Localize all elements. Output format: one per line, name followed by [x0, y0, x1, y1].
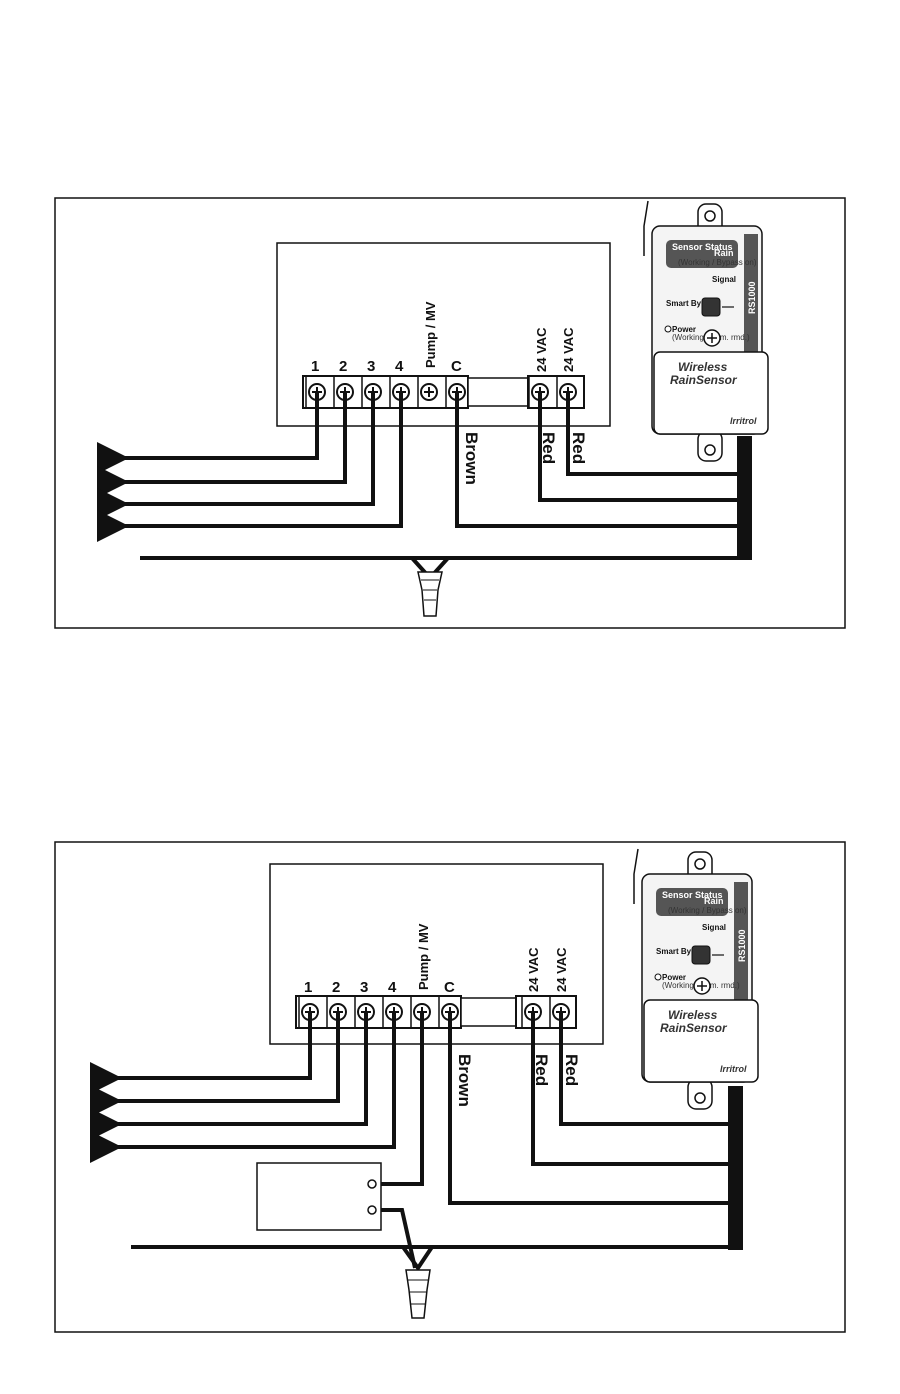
diagram-2: 1 2 3 4 Pump / MV C 24 VAC 24 VAC Brown …	[54, 841, 846, 1333]
sensor-signal-label: Signal	[702, 923, 726, 932]
smart-bypass-button[interactable]	[701, 297, 721, 317]
terminal-label-24vac-a: 24 VAC	[526, 947, 541, 992]
terminal-label-24vac-b: 24 VAC	[561, 327, 576, 372]
smart-bypass-label: Smart Bypass	[666, 299, 720, 308]
wire-label-brown: Brown	[462, 432, 481, 485]
zone-wires	[97, 392, 403, 542]
wire-nut-leads	[401, 1245, 434, 1272]
relay-terminal-1	[367, 1179, 377, 1189]
sensor-wires	[140, 392, 745, 581]
diagram-1-frame	[54, 197, 846, 629]
sensor-signal-label: Signal	[712, 275, 736, 284]
terminal-strip-gap	[467, 377, 529, 407]
zone-2-wire	[90, 1012, 340, 1117]
product-name-line2: RainSensor	[670, 373, 738, 387]
product-name-line1: Wireless	[668, 1008, 718, 1022]
power-wire-b	[566, 392, 745, 476]
sensor-rain-label: Rain	[704, 896, 724, 906]
sensor-cable	[728, 1086, 743, 1250]
sensor-model-label: RS1000	[737, 929, 747, 962]
terminal-screw	[417, 377, 438, 407]
pump-start-relay	[256, 1162, 382, 1231]
zone-1-wire	[97, 392, 319, 474]
smart-bypass-button[interactable]	[691, 945, 711, 965]
terminal-label-4: 4	[395, 358, 404, 375]
diagram-1: 1 2 3 4 Pump / MV C 24 VAC 24 VAC Brown …	[54, 197, 846, 629]
zone-wires	[90, 1012, 396, 1163]
terminal-label-2: 2	[332, 979, 340, 996]
wire-label-red-b: Red	[569, 432, 588, 464]
terminal-strip-gap	[460, 997, 517, 1027]
terminal-label-3: 3	[367, 358, 375, 375]
terminal-label-2: 2	[339, 358, 347, 375]
terminal-strip-zones	[302, 375, 469, 409]
power-wire-a	[531, 1012, 737, 1166]
sensor-wires	[131, 1012, 737, 1272]
common-wire	[455, 392, 745, 528]
zone-3-wire	[90, 1012, 368, 1140]
sensor-rain-label: Rain	[714, 248, 734, 258]
zone-3-wire	[97, 392, 375, 520]
sensor-cable	[737, 436, 752, 560]
terminal-label-24vac-b: 24 VAC	[554, 947, 569, 992]
terminal-label-pump-mv: Pump / MV	[416, 923, 431, 990]
pump-relay-return-wire	[372, 1208, 417, 1269]
terminal-label-1: 1	[304, 979, 312, 996]
terminal-label-pump-mv: Pump / MV	[423, 301, 438, 368]
sensor-model-label: RS1000	[747, 281, 757, 314]
wire-nut	[405, 1269, 431, 1319]
pump-mv-wire	[372, 1012, 424, 1186]
terminal-label-24vac-a: 24 VAC	[534, 327, 549, 372]
power-wire-b	[559, 1012, 737, 1126]
relay-terminal-2	[367, 1205, 377, 1215]
sensor-status-label: Sensor Status	[662, 890, 723, 900]
terminal-label-c: C	[451, 358, 462, 375]
zone-4-wire	[97, 392, 403, 542]
common-wire	[448, 1012, 737, 1205]
sensor-status-sub: (Working / Bypass on)	[668, 906, 747, 915]
terminal-strip-zones	[295, 995, 462, 1029]
wire-label-red-b: Red	[562, 1054, 581, 1086]
wire-label-red-a: Red	[539, 432, 558, 464]
terminal-label-c: C	[444, 979, 455, 996]
sensor-status-sub: (Working / Bypass on)	[678, 258, 757, 267]
diagram-2-frame	[54, 841, 846, 1333]
wire-nut	[417, 571, 443, 617]
wire-label-red-a: Red	[532, 1054, 551, 1086]
brand-logo: Irritrol	[720, 1064, 747, 1074]
zone-1-wire	[90, 1012, 312, 1094]
terminal-label-1: 1	[311, 358, 319, 375]
smart-bypass-label: Smart Bypass	[656, 947, 710, 956]
product-name-line1: Wireless	[678, 360, 728, 374]
brand-logo: Irritrol	[730, 416, 757, 426]
sensor-power-label: Power	[662, 973, 686, 982]
sensor-power-label: Power	[672, 325, 696, 334]
zone-4-wire	[90, 1012, 396, 1163]
power-wire-a	[538, 392, 745, 502]
terminal-label-4: 4	[388, 979, 397, 996]
wire-label-brown: Brown	[455, 1054, 474, 1107]
sensor-status-label: Sensor Status	[672, 242, 733, 252]
terminal-label-3: 3	[360, 979, 368, 996]
zone-2-wire	[97, 392, 347, 498]
product-name-line2: RainSensor	[660, 1021, 728, 1035]
